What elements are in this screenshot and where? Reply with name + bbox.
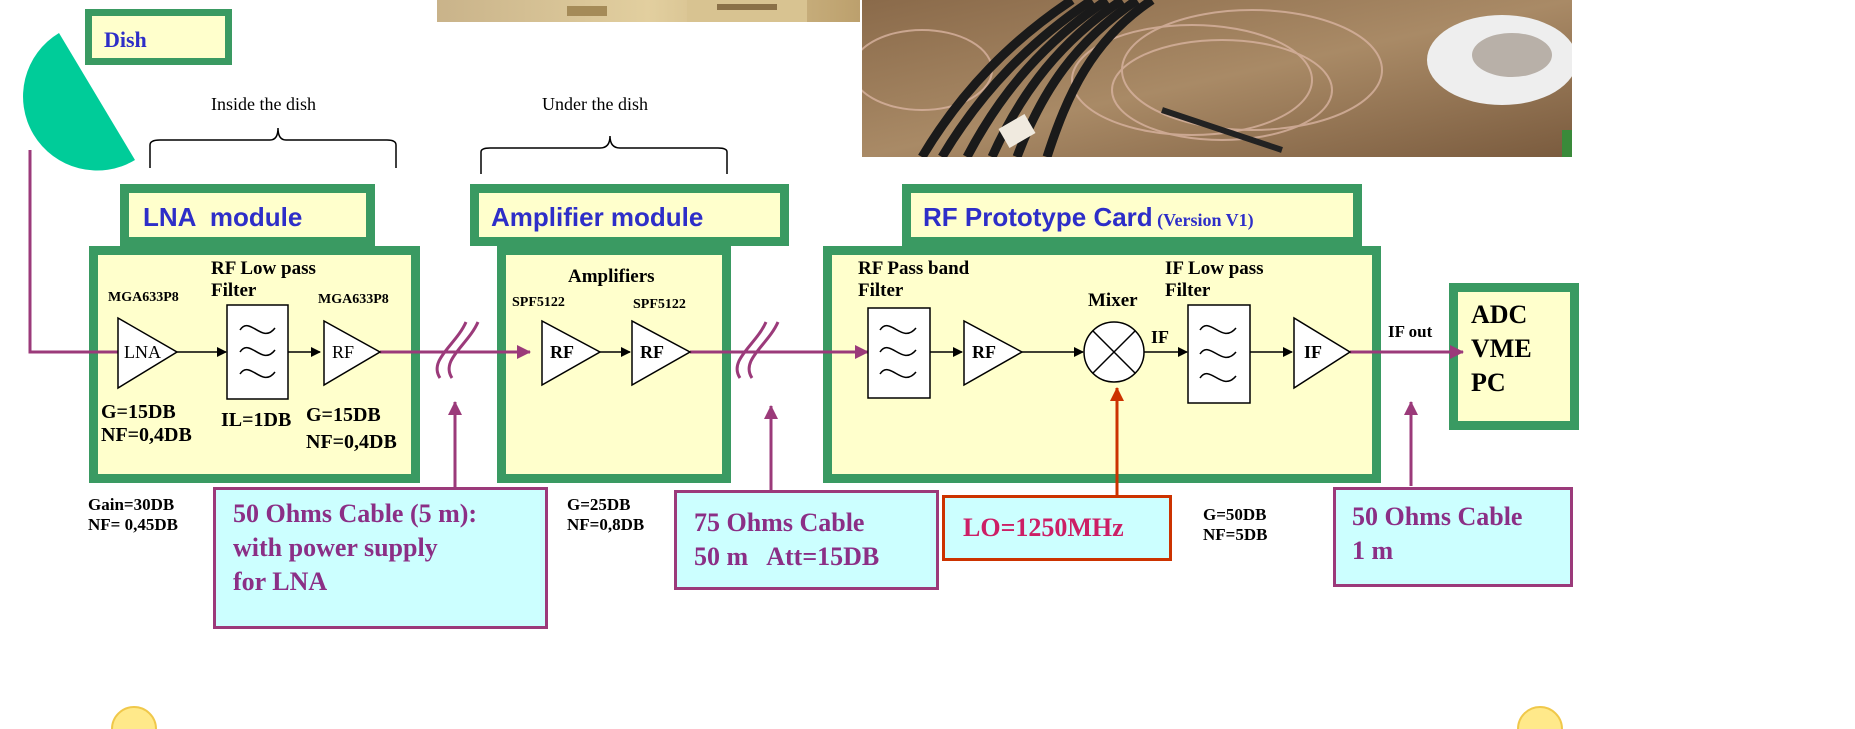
lna-filter-title-line2: Filter	[211, 279, 257, 301]
lna-nf2: NF=0,4DB	[306, 431, 397, 453]
rf-card-version: (Version V1)	[1157, 210, 1254, 230]
under-dish-annotation: Under the dish	[542, 94, 648, 114]
mixer-label: Mixer	[1088, 290, 1138, 311]
decor-dot-right	[1517, 706, 1563, 729]
amp-gain: G=25DB	[567, 495, 631, 514]
lna-filter-waves	[239, 324, 276, 379]
amp-totals: G=25DB NF=0,8DB	[567, 495, 644, 534]
cables-photo-image	[862, 0, 1572, 157]
lna-g1: G=15DB	[101, 401, 176, 423]
amp2-icon	[631, 319, 692, 387]
cable2-line2: 50 m Att=15DB	[694, 541, 880, 571]
bandpass-title-line2: Filter	[858, 279, 904, 301]
lna-totals: Gain=30DB NF= 0,45DB	[88, 495, 178, 534]
if-filter-title-line1: IF Low pass	[1165, 258, 1264, 279]
rf-card-nf: NF=5DB	[1203, 524, 1268, 544]
if-out-label: IF out	[1388, 322, 1433, 341]
lna-rf-amp-icon	[323, 319, 382, 387]
if-amp-icon	[1293, 316, 1352, 390]
amp1-icon	[541, 319, 602, 387]
cable2-box: 75 Ohms Cable 50 m Att=15DB	[674, 490, 939, 590]
under-dish-brace	[480, 135, 728, 174]
amplifier-module-title-box: Amplifier module	[470, 184, 789, 246]
vme-label: VME	[1471, 333, 1532, 363]
lna-amp-icon	[117, 316, 179, 390]
amp-nf: NF=0,8DB	[567, 514, 645, 534]
lna-total-gain: Gain=30DB	[88, 495, 175, 514]
lo-box: LO=1250MHz	[942, 495, 1172, 561]
lna-nf1: NF=0,4DB	[101, 424, 192, 446]
decor-dot-left	[111, 706, 157, 729]
cable-break-1	[435, 321, 480, 379]
dish-icon	[23, 33, 136, 171]
lna-total-nf: NF= 0,45DB	[88, 514, 178, 534]
if-label: IF	[1151, 327, 1169, 347]
bandpass-filter-waves	[879, 324, 917, 379]
rf-card-gain: G=50DB	[1203, 505, 1267, 524]
rf-card-totals: G=50DB NF=5DB	[1203, 505, 1267, 544]
pc-label: PC	[1471, 367, 1506, 397]
dish-feed-line	[28, 150, 118, 354]
cable1-line1: 50 Ohms Cable (5 m):	[233, 499, 478, 528]
rf-card-amp-label: RF	[972, 342, 996, 362]
dish-label: Dish	[104, 27, 147, 52]
lna-gain-nf-1: G=15DB NF=0,4DB	[101, 401, 192, 447]
if-filter-title: IF Low pass Filter	[1165, 258, 1264, 302]
cable-break-2	[735, 321, 780, 379]
cable1-box: 50 Ohms Cable (5 m): with power supply f…	[213, 487, 548, 629]
mixer-cross	[1092, 330, 1136, 374]
amp-chip1-label: SPF5122	[512, 295, 565, 310]
lna-chip2-label: MGA633P8	[318, 292, 389, 307]
lna-rf-amp-label: RF	[332, 342, 355, 362]
if-filter-waves	[1199, 324, 1237, 383]
lna-il: IL=1DB	[221, 409, 292, 431]
lna-filter-title-line1: RF Low pass	[211, 258, 316, 279]
connector-photo-image	[437, 0, 860, 22]
lna-module-title-box: LNA module	[120, 184, 375, 246]
lna-g2: G=15DB	[306, 404, 381, 426]
rf-card-title: RF Prototype Card (Version V1)	[923, 202, 1254, 233]
adc-labels: ADC VME PC	[1471, 298, 1532, 399]
lna-filter-title: RF Low pass Filter	[211, 258, 316, 302]
dish-label-box: Dish	[85, 9, 232, 65]
bandpass-filter-title: RF Pass band Filter	[858, 258, 969, 302]
cable3-box: 50 Ohms Cable 1 m	[1333, 487, 1573, 587]
cable1-line2: with power supply	[233, 532, 438, 562]
cable1-line3: for LNA	[233, 566, 328, 596]
amp1-label: RF	[550, 342, 574, 362]
if-amp-label: IF	[1304, 342, 1322, 362]
bandpass-title-line1: RF Pass band	[858, 258, 970, 279]
rf-card-title-text: RF Prototype Card	[923, 202, 1153, 232]
rf-card-amp-icon	[963, 319, 1024, 387]
cable2-line1: 75 Ohms Cable	[694, 508, 865, 537]
adc-box	[1449, 283, 1579, 430]
amp2-label: RF	[640, 342, 664, 362]
lna-chip1-label: MGA633P8	[108, 290, 179, 305]
lo-label: LO=1250MHz	[963, 513, 1124, 542]
rf-card-title-box: RF Prototype Card (Version V1)	[902, 184, 1362, 246]
cables-photo	[862, 0, 1572, 157]
if-filter-title-line2: Filter	[1165, 279, 1211, 301]
inside-dish-brace	[149, 127, 397, 168]
amplifier-module-box	[497, 246, 731, 483]
dish-graphic	[23, 33, 136, 171]
connector-photo	[437, 0, 860, 22]
cable3-line2: 1 m	[1352, 535, 1394, 565]
amplifier-module-title: Amplifier module	[491, 202, 704, 232]
amp-chip2-label: SPF5122	[633, 297, 686, 312]
inside-dish-annotation: Inside the dish	[211, 94, 316, 114]
amplifiers-heading: Amplifiers	[568, 266, 655, 287]
cable3-line1: 50 Ohms Cable	[1352, 502, 1523, 531]
lna-amp-label: LNA	[124, 342, 161, 362]
if-lowpass-filter-icon	[1187, 304, 1251, 404]
lna-module-title: LNA module	[143, 202, 303, 232]
adc-label: ADC	[1471, 300, 1528, 329]
